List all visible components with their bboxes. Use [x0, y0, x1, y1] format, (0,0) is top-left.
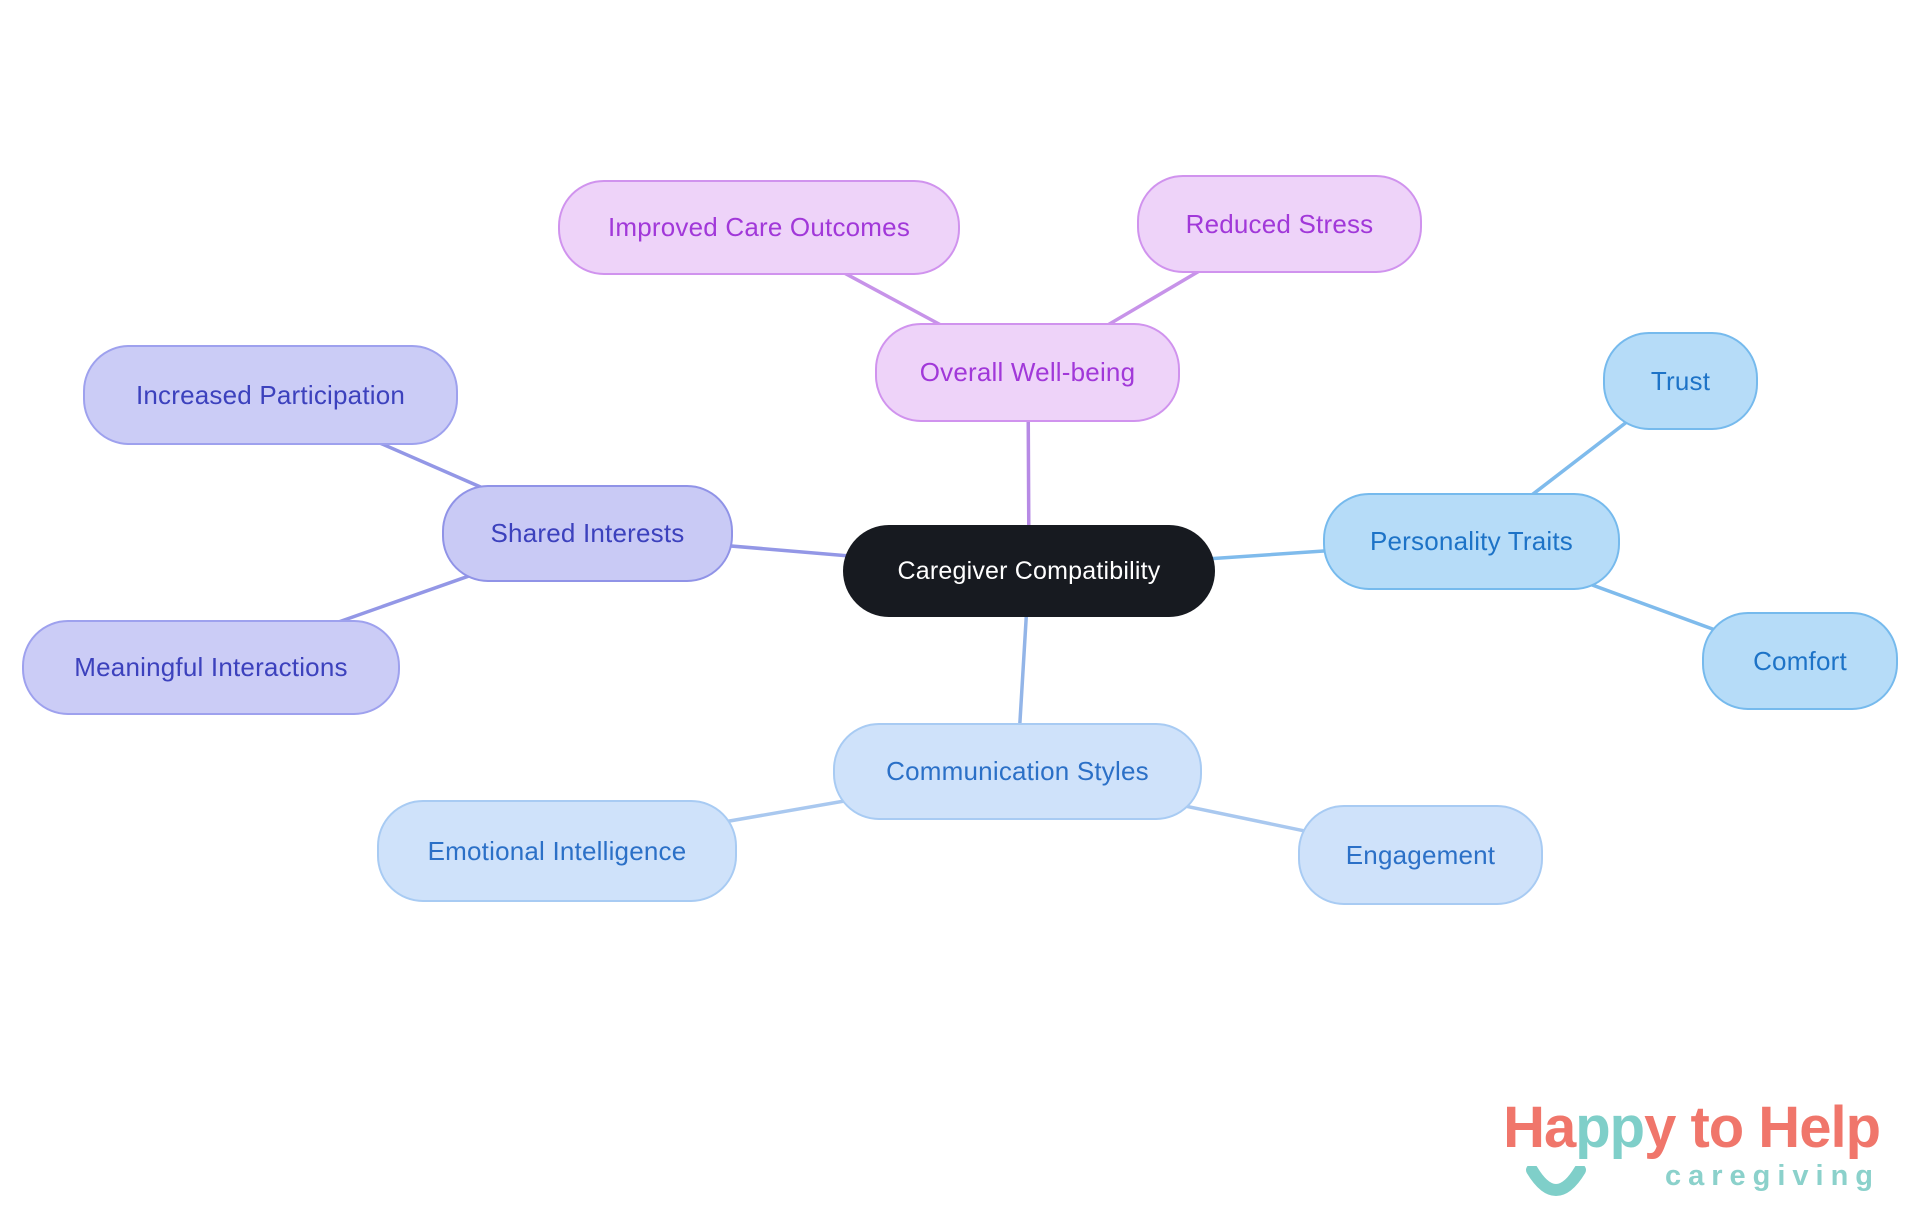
- node-overall-wellbeing: Overall Well-being: [875, 323, 1180, 422]
- node-emotional-intelligence: Emotional Intelligence: [377, 800, 737, 902]
- node-communication-styles: Communication Styles: [833, 723, 1202, 820]
- node-shared-interests: Shared Interests: [442, 485, 733, 582]
- node-personality-traits: Personality Traits: [1323, 493, 1620, 590]
- node-improved-care-outcomes: Improved Care Outcomes: [558, 180, 960, 275]
- logo-subtitle: caregiving: [1664, 1160, 1880, 1192]
- logo-wordmark-part3: y to Help: [1644, 1095, 1881, 1160]
- logo-wordmark: Happy to Help: [1415, 1095, 1881, 1160]
- smile-icon: [1526, 1166, 1586, 1196]
- node-meaningful-interactions: Meaningful Interactions: [22, 620, 400, 715]
- node-comfort: Comfort: [1702, 612, 1898, 710]
- node-caregiver-compatibility: Caregiver Compatibility: [843, 525, 1215, 617]
- node-trust: Trust: [1603, 332, 1758, 430]
- node-reduced-stress: Reduced Stress: [1137, 175, 1422, 273]
- happy-to-help-logo: Happy to Help caregiving: [1415, 1095, 1881, 1193]
- node-engagement: Engagement: [1298, 805, 1543, 905]
- logo-wordmark-part2: pp: [1575, 1095, 1645, 1160]
- node-increased-participation: Increased Participation: [83, 345, 458, 445]
- logo-wordmark-part1: Ha: [1503, 1095, 1576, 1160]
